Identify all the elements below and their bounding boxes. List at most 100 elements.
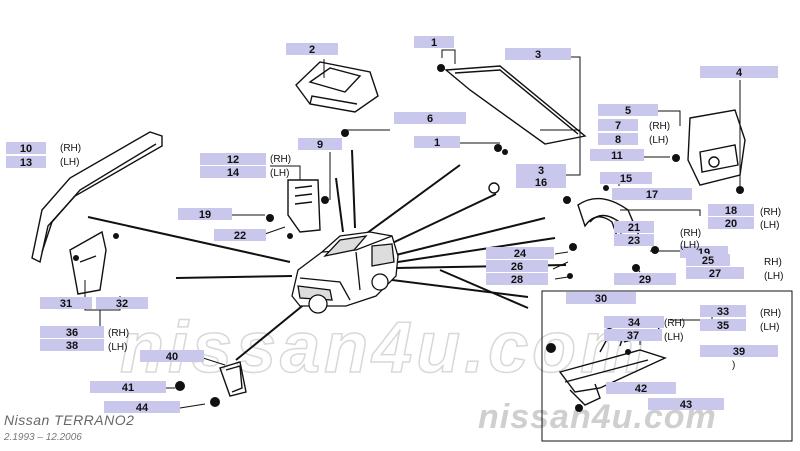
callout-box bbox=[516, 164, 566, 176]
side-label-s35: (LH) bbox=[760, 322, 779, 333]
callout-box bbox=[708, 204, 754, 216]
callout-c29: 29 bbox=[614, 273, 676, 286]
callout-number: 25 bbox=[702, 255, 714, 267]
callout-number: 12 bbox=[227, 154, 239, 166]
callout-c1b: 1 bbox=[414, 136, 460, 149]
callout-number: 2 bbox=[309, 44, 315, 56]
callout-box bbox=[486, 260, 548, 272]
callout-number: 15 bbox=[620, 173, 632, 185]
assembly-frame bbox=[541, 290, 793, 442]
callout-number: 33 bbox=[717, 306, 729, 318]
callout-c1a: 1 bbox=[414, 36, 454, 49]
callout-number: 3 bbox=[538, 165, 544, 177]
callout-box bbox=[505, 48, 571, 60]
callout-box bbox=[486, 273, 548, 285]
side-label-s14: (LH) bbox=[270, 168, 289, 179]
callout-c37: 37 bbox=[604, 329, 662, 342]
callout-number: 28 bbox=[511, 274, 523, 286]
callout-number: 38 bbox=[66, 340, 78, 352]
callout-number: 20 bbox=[725, 218, 737, 230]
callout-c23: 23 bbox=[614, 234, 654, 247]
side-label-s37: (LH) bbox=[664, 332, 683, 343]
callout-c38: 38 bbox=[40, 339, 104, 352]
callout-c21: 21 bbox=[614, 221, 654, 234]
callout-c18: 18 bbox=[708, 204, 754, 217]
callout-c25: 25 bbox=[686, 254, 730, 267]
callout-c24: 24 bbox=[486, 247, 554, 260]
callout-c6: 6 bbox=[394, 112, 466, 125]
callout-c41: 41 bbox=[90, 381, 166, 394]
callout-box bbox=[648, 398, 724, 410]
callout-box bbox=[614, 234, 654, 246]
callout-box bbox=[6, 156, 46, 168]
side-label-s20: (LH) bbox=[760, 220, 779, 231]
callout-c3b: 3 bbox=[516, 164, 566, 177]
side-label-s7: (RH) bbox=[649, 121, 670, 132]
callout-box bbox=[686, 267, 744, 279]
callout-box bbox=[700, 345, 778, 357]
side-label-s36: (RH) bbox=[108, 328, 129, 339]
callout-c36: 36 bbox=[40, 326, 104, 339]
callout-box bbox=[604, 316, 664, 328]
callout-box bbox=[214, 229, 266, 241]
callout-number: 39 bbox=[733, 346, 745, 358]
callout-number: 7 bbox=[615, 120, 621, 132]
callout-number: 13 bbox=[20, 157, 32, 169]
callout-c42: 42 bbox=[606, 382, 676, 395]
callout-box bbox=[96, 297, 148, 309]
side-label-s23: (LH) bbox=[680, 240, 699, 251]
callout-number: 29 bbox=[639, 274, 651, 286]
callout-box bbox=[394, 112, 466, 124]
side-label-s8: (LH) bbox=[649, 135, 668, 146]
side-label-s10: (RH) bbox=[60, 143, 81, 154]
callout-number: 1 bbox=[434, 137, 440, 149]
callout-box bbox=[200, 153, 266, 165]
callout-box bbox=[600, 172, 652, 184]
callout-box bbox=[414, 136, 460, 148]
model-caption: Nissan TERRANO2 bbox=[4, 412, 134, 428]
callout-c26: 26 bbox=[486, 260, 548, 273]
callout-number: 4 bbox=[736, 67, 743, 79]
callout-number: 21 bbox=[628, 222, 640, 234]
callout-number: 23 bbox=[628, 235, 640, 247]
callout-number: 1 bbox=[431, 37, 437, 49]
fasteners bbox=[73, 64, 744, 412]
callout-number: 17 bbox=[646, 189, 658, 201]
callout-number: 11 bbox=[611, 150, 623, 162]
callout-c8: 8 bbox=[598, 133, 638, 146]
callout-number: 43 bbox=[680, 399, 692, 411]
callout-number: 40 bbox=[166, 351, 178, 363]
callout-box bbox=[104, 401, 180, 413]
vehicle-leaders bbox=[87, 149, 567, 361]
callout-box bbox=[516, 176, 566, 188]
callout-box bbox=[686, 254, 730, 266]
side-label-s21: (RH) bbox=[680, 228, 701, 239]
callout-box bbox=[708, 217, 754, 229]
callout-number: 35 bbox=[717, 320, 729, 332]
callout-c22: 22 bbox=[214, 229, 266, 242]
callout-box bbox=[414, 36, 454, 48]
callout-box bbox=[612, 188, 692, 200]
callout-c15: 15 bbox=[600, 172, 652, 185]
callout-box bbox=[700, 66, 778, 78]
side-label-s33: (RH) bbox=[760, 308, 781, 319]
side-label-s38: (LH) bbox=[108, 342, 127, 353]
callout-box bbox=[298, 138, 342, 150]
callout-number: 32 bbox=[116, 298, 128, 310]
callout-c13: 13 bbox=[6, 156, 46, 169]
callout-number: 41 bbox=[122, 382, 134, 394]
side-label-s34: (RH) bbox=[664, 318, 685, 329]
callout-number: 24 bbox=[514, 248, 527, 260]
callout-c27: 27 bbox=[686, 267, 744, 280]
callout-c4: 4 bbox=[700, 66, 778, 79]
callout-number: 36 bbox=[66, 327, 78, 339]
watermark-center: nissan4u.com bbox=[120, 308, 648, 388]
callout-number: 16 bbox=[535, 177, 547, 189]
callout-number: 3 bbox=[535, 49, 541, 61]
callout-c16: 16 bbox=[516, 176, 566, 189]
callout-box bbox=[486, 247, 554, 259]
callout-number: 34 bbox=[628, 317, 641, 329]
